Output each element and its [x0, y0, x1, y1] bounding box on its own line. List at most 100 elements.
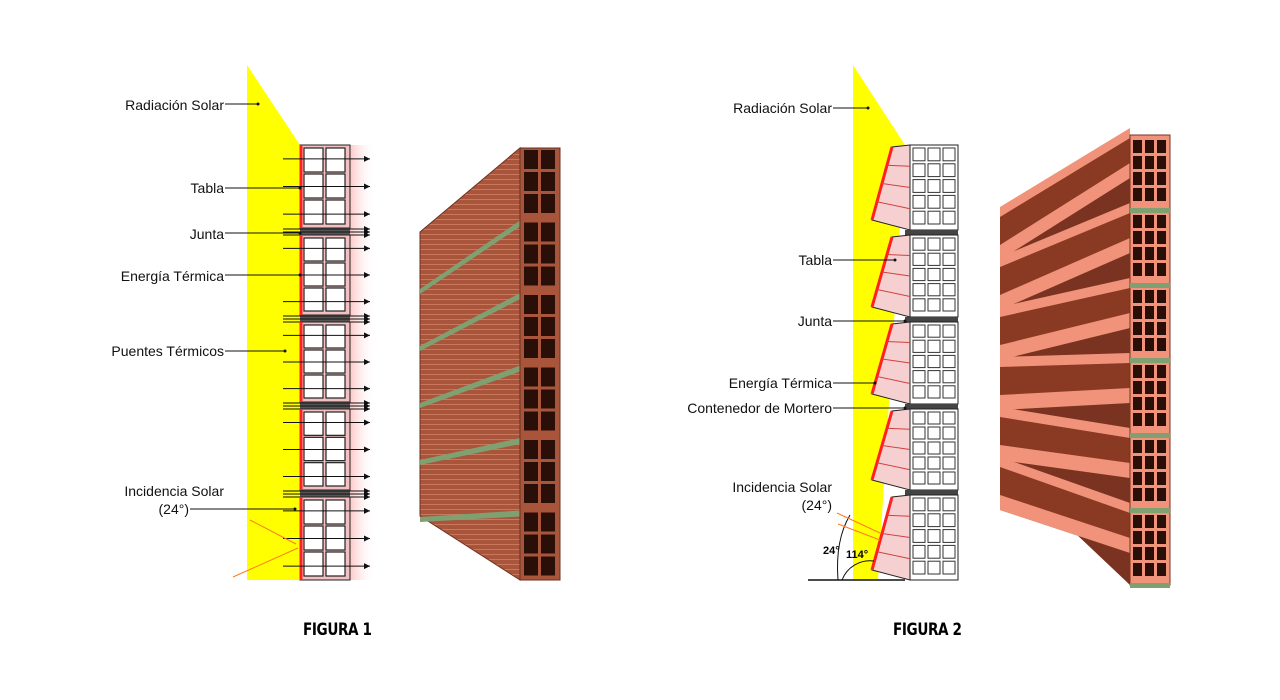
brick-hole [1133, 322, 1142, 335]
mortar-band [1130, 433, 1170, 438]
brick-hole [1145, 456, 1154, 469]
brick-hole [1145, 247, 1154, 260]
brick-hole [1157, 547, 1166, 560]
brick-hole [1157, 263, 1166, 276]
brick-cell [303, 237, 324, 262]
brick-cell [912, 252, 926, 266]
thermal-energy-arrow-head [364, 183, 370, 190]
brick-hole [524, 462, 538, 481]
thermal-energy-arrow-head [364, 245, 370, 252]
brick-hole [1133, 456, 1142, 469]
brick-cell [927, 147, 941, 162]
brick-hole [524, 317, 538, 336]
figure-2-diagram [808, 65, 1171, 588]
brick-cell [912, 210, 926, 225]
brick-hole [524, 556, 538, 576]
brick-hole [541, 484, 555, 503]
louver-edge [1000, 278, 1130, 317]
brick-hole [1133, 290, 1142, 303]
brick-hole [524, 150, 538, 169]
brick-cell [912, 497, 926, 512]
brick-hole [1145, 338, 1154, 351]
brick-cell [927, 513, 941, 528]
brick-cell [303, 551, 324, 577]
brick-cell [303, 324, 324, 349]
thermal-bridge-arrow-head [364, 232, 370, 238]
mortar-container [905, 317, 958, 322]
brick-hole [1157, 247, 1166, 260]
leader-dot [903, 406, 907, 410]
brick-hole [1145, 140, 1154, 153]
brick-cell [912, 237, 926, 251]
mortar-band [1130, 208, 1170, 213]
mortar-band [420, 293, 520, 351]
mortar-band [420, 365, 520, 408]
brick-hole [1133, 172, 1142, 185]
brick-hole [541, 389, 555, 409]
brick-hole [1157, 338, 1166, 351]
brick-cell [325, 551, 346, 577]
brick-cell [942, 513, 956, 528]
brick-hole [1133, 140, 1142, 153]
brick-cell [942, 324, 956, 338]
tab-rib [881, 271, 911, 277]
brick-cell [912, 339, 926, 353]
brick-cell [942, 283, 956, 297]
brick-cell [912, 163, 926, 178]
label-puentes-termicos-1: Puentes Térmicos [111, 343, 224, 359]
brick-hole [1133, 365, 1142, 378]
brick-cell [325, 147, 346, 173]
brick-hole [524, 512, 538, 532]
brick-cell [927, 339, 941, 353]
brick-hole [541, 534, 555, 554]
label-incidencia-angle-1: (24°) [158, 501, 190, 517]
label-contenedor-mortero-2: Contenedor de Mortero [687, 400, 832, 416]
mortar-band [1130, 358, 1170, 363]
brick-hole [1133, 381, 1142, 394]
brick-cell [927, 544, 941, 559]
brick-wall-side-face [519, 147, 561, 581]
brick-hole [1157, 365, 1166, 378]
brick-cell [325, 374, 346, 399]
brick-hole [1157, 488, 1166, 501]
thermal-energy-arrow-head [364, 359, 370, 365]
brick-cell [325, 324, 346, 349]
brick-cell [942, 163, 956, 178]
louver-top-face [1000, 313, 1130, 360]
brick-cell [927, 385, 941, 399]
brick-hole [1145, 440, 1154, 453]
brick-hole [541, 172, 555, 191]
thermal-energy-arrow-head [364, 563, 370, 570]
leader-dot [873, 381, 877, 385]
brick-hole [1157, 215, 1166, 228]
brick-hole [1157, 140, 1166, 153]
brick-cell [942, 370, 956, 384]
brick-hole [524, 411, 538, 431]
louver-top-face [1000, 238, 1130, 310]
brick-cell [912, 529, 926, 543]
brick-hole [1145, 547, 1154, 560]
tab-rib [876, 462, 911, 471]
brick-hole [524, 222, 538, 242]
brick-hole [1133, 306, 1142, 319]
brick-hole [1133, 215, 1142, 228]
brick-hole [1157, 472, 1166, 485]
tab-rib [886, 164, 911, 167]
brick-cell [303, 499, 324, 525]
brick-cell [927, 179, 941, 193]
tab-rib [876, 289, 911, 297]
brick-hole [1157, 156, 1166, 169]
brick-cell [325, 287, 346, 312]
brick-cell [325, 411, 346, 436]
thermal-energy-arrow-head [364, 298, 370, 305]
mortar-container [905, 230, 958, 235]
brick-cell [942, 411, 956, 425]
mortar-band [420, 438, 520, 465]
label-tabla-1: Tabla [190, 180, 224, 196]
label-tabla-2: Tabla [798, 252, 832, 268]
figure-2-caption: FIGURA 2 [893, 620, 962, 640]
brick-hole [1133, 488, 1142, 501]
brick-hole [541, 367, 555, 387]
brick-hole [1157, 231, 1166, 244]
brick-cell [942, 529, 956, 543]
